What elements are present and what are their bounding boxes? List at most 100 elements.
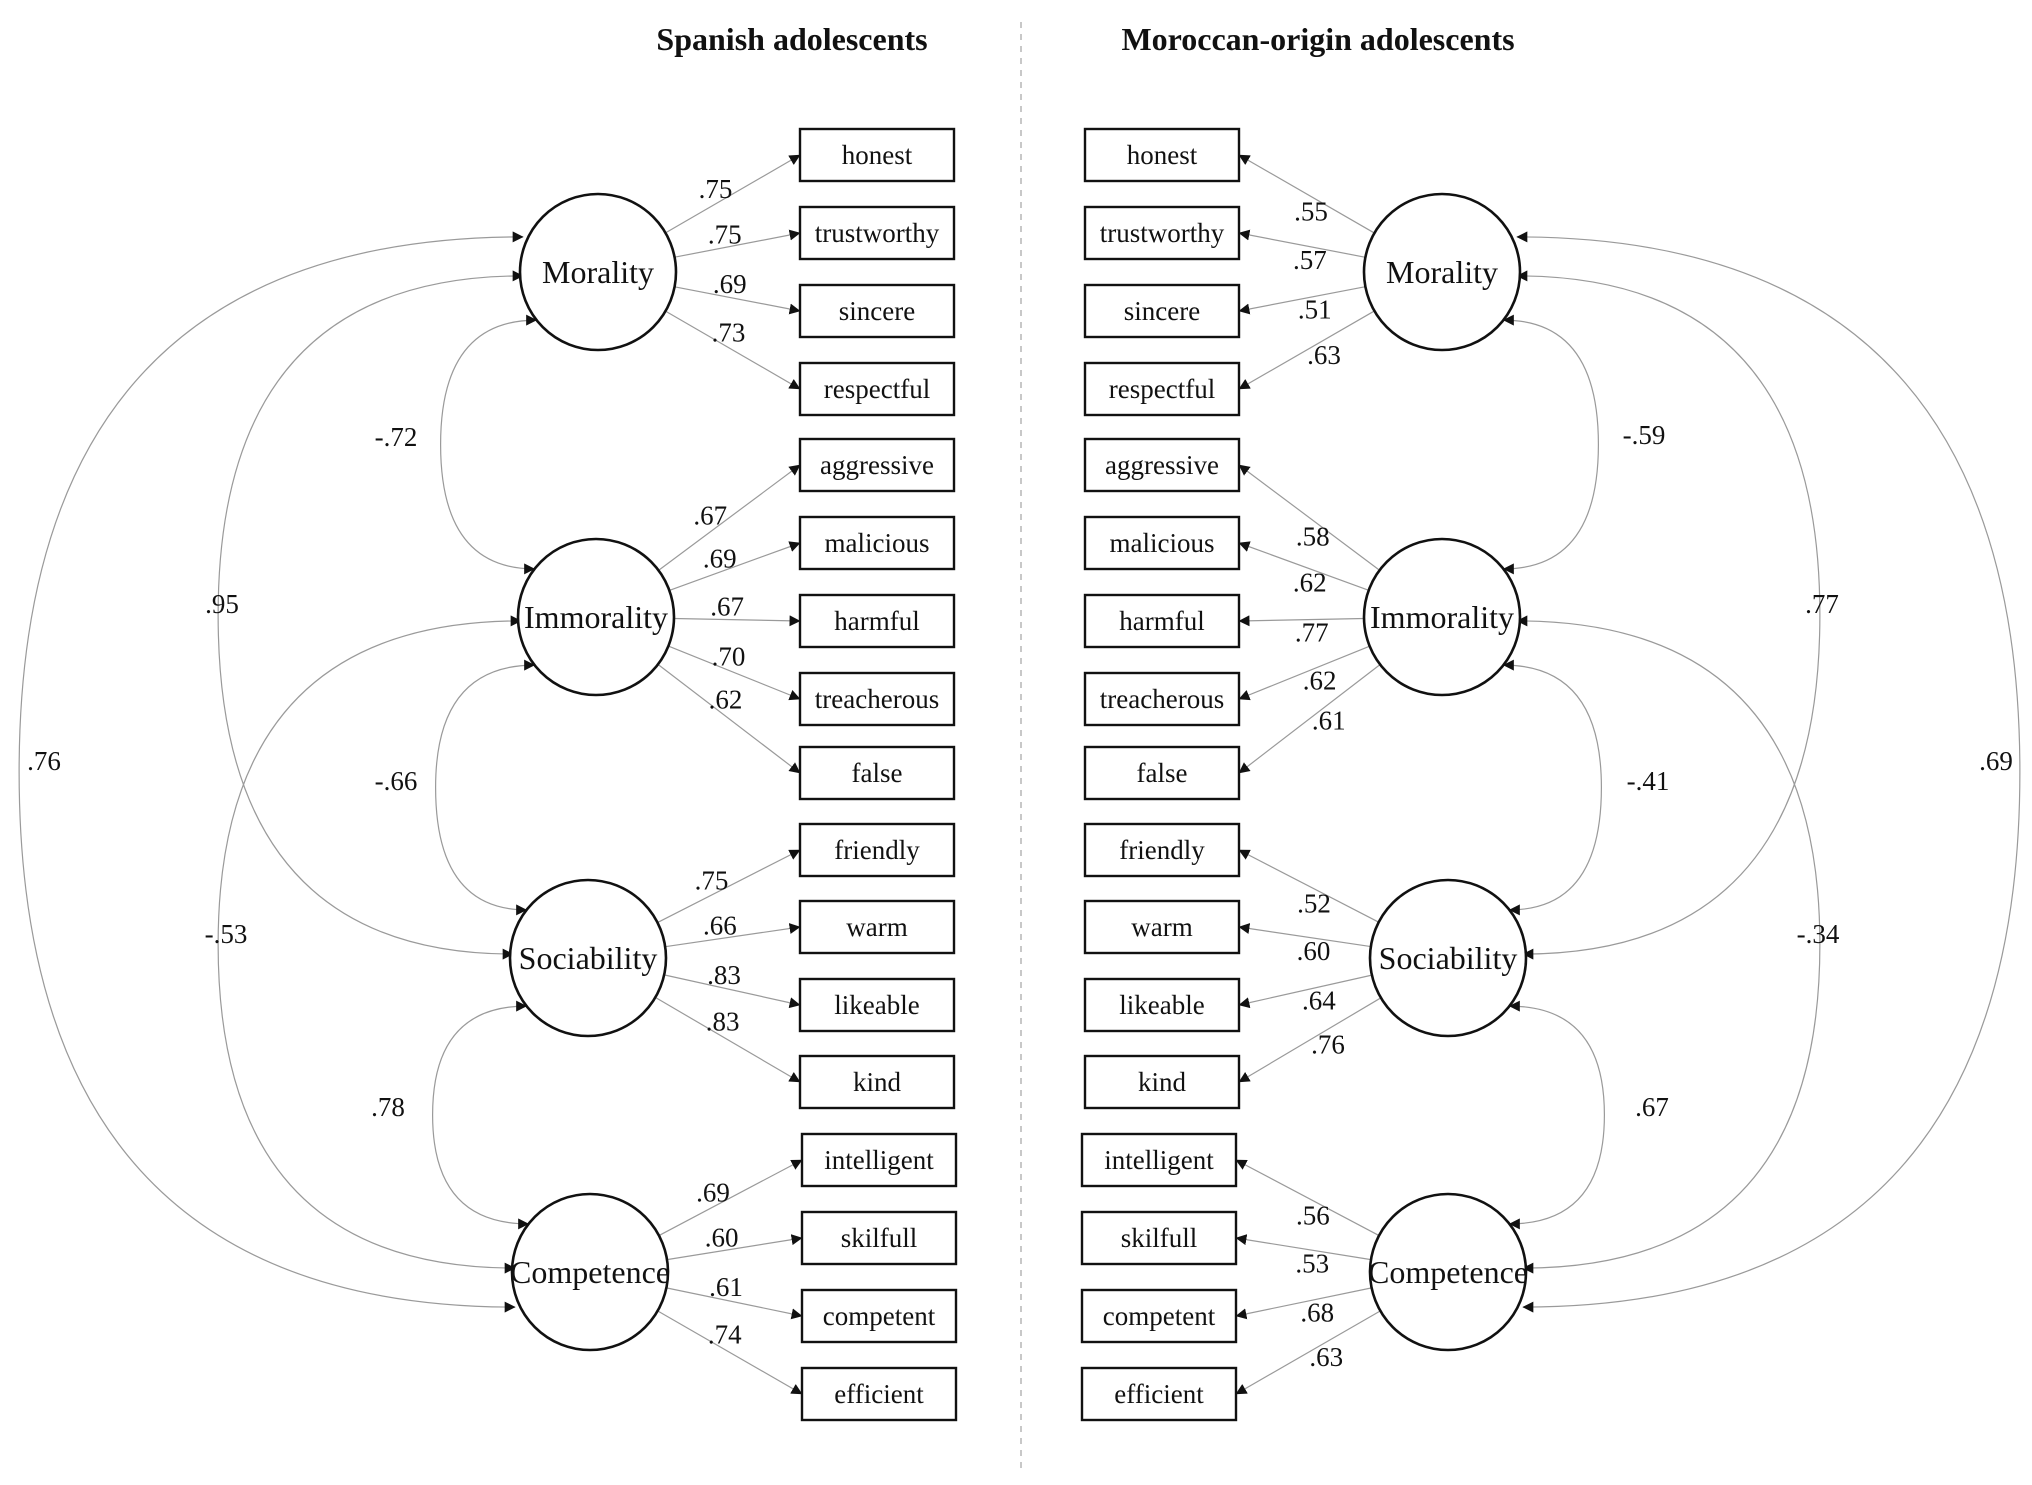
factor-label-moroccan-morality: Morality bbox=[1386, 254, 1498, 290]
loading-path-spanish-morality-honest bbox=[665, 154, 801, 234]
item-label-moroccan-trustworthy: trustworthy bbox=[1100, 218, 1225, 248]
factor-circle-spanish-competence bbox=[510, 1192, 670, 1352]
item-label-spanish-honest: honest bbox=[842, 140, 913, 170]
loading-label-spanish-immorality-harmful: .67 bbox=[710, 592, 744, 622]
item-box-moroccan-efficient bbox=[1080, 1366, 1238, 1422]
item-label-moroccan-friendly: friendly bbox=[1119, 835, 1205, 865]
node-layer: honest trustworthy sincere respectful aggres… bbox=[508, 127, 1528, 1422]
correlation-arc-spanish-sociability-competence-b bbox=[432, 1114, 530, 1230]
item-box-moroccan-likeable bbox=[1083, 977, 1241, 1033]
item-box-moroccan-honest bbox=[1083, 127, 1241, 183]
item-box-moroccan-warm bbox=[1083, 899, 1241, 955]
factor-circle-spanish-immorality bbox=[516, 537, 676, 697]
loading-path-moroccan-sociability-likeable bbox=[1238, 974, 1373, 1009]
loading-label-moroccan-immorality-treacherous: .62 bbox=[1303, 665, 1337, 695]
item-box-spanish-malicious bbox=[798, 515, 956, 571]
item-label-moroccan-false: false bbox=[1137, 758, 1188, 788]
loading-label-spanish-immorality-treacherous: .70 bbox=[712, 641, 746, 671]
item-box-moroccan-friendly bbox=[1083, 822, 1241, 878]
loading-path-moroccan-competence-efficient bbox=[1235, 1310, 1381, 1395]
correlation-arc-spanish-immorality-sociability-b bbox=[435, 787, 528, 916]
loading-label-spanish-sociability-friendly: .75 bbox=[695, 866, 729, 896]
loading-label-spanish-competence-skilfull: .60 bbox=[705, 1223, 739, 1253]
loading-path-moroccan-immorality-treacherous bbox=[1238, 645, 1370, 701]
loading-path-spanish-competence-skilfull bbox=[666, 1234, 803, 1261]
correlation-arc-moroccan-sociability-competence-a bbox=[1508, 1000, 1605, 1116]
factor-circle-spanish-sociability bbox=[508, 878, 668, 1038]
item-label-spanish-kind: kind bbox=[853, 1067, 902, 1097]
coefficient-label-layer: .75.75.69.73.67.69.67.70.62.75.66.83.83.… bbox=[27, 174, 2013, 1372]
header-moroccan: Moroccan-origin adolescents bbox=[1121, 21, 1514, 57]
correlation-label-spanish-immorality-sociability: -.66 bbox=[375, 766, 418, 796]
loading-label-spanish-immorality-aggressive: .67 bbox=[693, 501, 727, 531]
correlation-arc-spanish-sociability-competence-a bbox=[432, 1000, 528, 1116]
item-box-spanish-intelligent bbox=[800, 1132, 958, 1188]
correlation-label-spanish-morality-sociability: .95 bbox=[205, 589, 239, 619]
loading-path-spanish-competence-efficient bbox=[657, 1310, 803, 1395]
correlation-arc-spanish-immorality-competence-b bbox=[217, 944, 516, 1274]
loading-label-moroccan-morality-trustworthy: .57 bbox=[1293, 245, 1327, 275]
loading-label-moroccan-sociability-kind: .76 bbox=[1311, 1029, 1345, 1059]
correlation-arc-moroccan-immorality-sociability-a bbox=[1502, 659, 1602, 788]
correlation-arc-moroccan-morality-sociability-a bbox=[1516, 270, 1821, 616]
item-box-moroccan-malicious bbox=[1083, 515, 1241, 571]
item-label-moroccan-respectful: respectful bbox=[1109, 374, 1215, 404]
item-label-moroccan-competent: competent bbox=[1103, 1301, 1216, 1331]
item-box-spanish-kind bbox=[798, 1054, 956, 1110]
item-box-spanish-harmful bbox=[798, 593, 956, 649]
loading-path-moroccan-competence-intelligent bbox=[1235, 1159, 1380, 1237]
loading-path-moroccan-morality-trustworthy bbox=[1238, 229, 1366, 258]
item-label-spanish-treacherous: treacherous bbox=[815, 684, 939, 714]
factor-circle-moroccan-sociability bbox=[1368, 878, 1528, 1038]
loading-label-spanish-competence-competent: .61 bbox=[709, 1272, 743, 1302]
loading-label-spanish-sociability-warm: .66 bbox=[703, 911, 737, 941]
loading-path-moroccan-morality-sincere bbox=[1238, 286, 1366, 315]
loading-path-spanish-morality-sincere bbox=[674, 286, 801, 315]
item-box-spanish-honest bbox=[798, 127, 956, 183]
loading-label-moroccan-competence-skilfull: .53 bbox=[1295, 1248, 1329, 1278]
item-label-moroccan-harmful: harmful bbox=[1119, 606, 1204, 636]
item-label-moroccan-aggressive: aggressive bbox=[1105, 450, 1219, 480]
factor-label-moroccan-competence: Competence bbox=[1368, 1254, 1528, 1290]
factor-label-spanish-morality: Morality bbox=[542, 254, 654, 290]
loading-path-moroccan-immorality-false bbox=[1238, 664, 1381, 774]
correlation-label-spanish-immorality-competence: -.53 bbox=[205, 919, 248, 949]
connector-layer bbox=[18, 154, 2021, 1395]
item-box-spanish-likeable bbox=[798, 977, 956, 1033]
factor-circle-moroccan-morality bbox=[1362, 192, 1522, 352]
loading-label-moroccan-competence-intelligent: .56 bbox=[1296, 1200, 1330, 1230]
correlation-arc-moroccan-morality-competence-b bbox=[1522, 771, 2021, 1313]
loading-label-moroccan-immorality-false: .61 bbox=[1312, 705, 1346, 735]
item-label-spanish-respectful: respectful bbox=[824, 374, 930, 404]
item-label-moroccan-skilfull: skilfull bbox=[1121, 1223, 1198, 1253]
item-label-spanish-friendly: friendly bbox=[834, 835, 920, 865]
factor-label-spanish-competence: Competence bbox=[510, 1254, 670, 1290]
item-box-spanish-respectful bbox=[798, 361, 956, 417]
loading-path-spanish-immorality-treacherous bbox=[668, 645, 801, 701]
item-box-spanish-skilfull bbox=[800, 1210, 958, 1266]
correlation-arc-moroccan-morality-immorality-a bbox=[1502, 314, 1599, 445]
item-label-moroccan-warm: warm bbox=[1131, 912, 1192, 942]
item-label-moroccan-malicious: malicious bbox=[1110, 528, 1215, 558]
correlation-label-moroccan-immorality-sociability: -.41 bbox=[1627, 766, 1670, 796]
correlation-arc-spanish-morality-immorality-b bbox=[440, 444, 536, 575]
item-label-spanish-sincere: sincere bbox=[839, 296, 915, 326]
loading-label-spanish-morality-honest: .75 bbox=[699, 174, 733, 204]
loading-path-moroccan-morality-honest bbox=[1238, 154, 1375, 234]
item-label-spanish-competent: competent bbox=[823, 1301, 936, 1331]
item-box-spanish-competent bbox=[800, 1288, 958, 1344]
loading-label-spanish-morality-sincere: .69 bbox=[713, 269, 747, 299]
loading-path-spanish-competence-intelligent bbox=[658, 1159, 803, 1237]
correlation-label-moroccan-sociability-competence: .67 bbox=[1635, 1092, 1669, 1122]
item-label-moroccan-intelligent: intelligent bbox=[1104, 1145, 1214, 1175]
loading-label-moroccan-immorality-aggressive: .58 bbox=[1296, 521, 1330, 551]
loading-label-moroccan-morality-sincere: .51 bbox=[1298, 295, 1332, 325]
correlation-arc-moroccan-morality-immorality-b bbox=[1502, 444, 1599, 575]
correlation-label-moroccan-morality-competence: .69 bbox=[1979, 746, 2013, 776]
correlation-arc-spanish-immorality-competence-a bbox=[217, 615, 522, 945]
factor-label-moroccan-sociability: Sociability bbox=[1379, 940, 1518, 976]
loading-path-spanish-immorality-aggressive bbox=[658, 464, 801, 571]
item-label-spanish-efficient: efficient bbox=[834, 1379, 924, 1409]
loading-path-moroccan-immorality-malicious bbox=[1238, 541, 1369, 591]
item-box-moroccan-aggressive bbox=[1083, 437, 1241, 493]
